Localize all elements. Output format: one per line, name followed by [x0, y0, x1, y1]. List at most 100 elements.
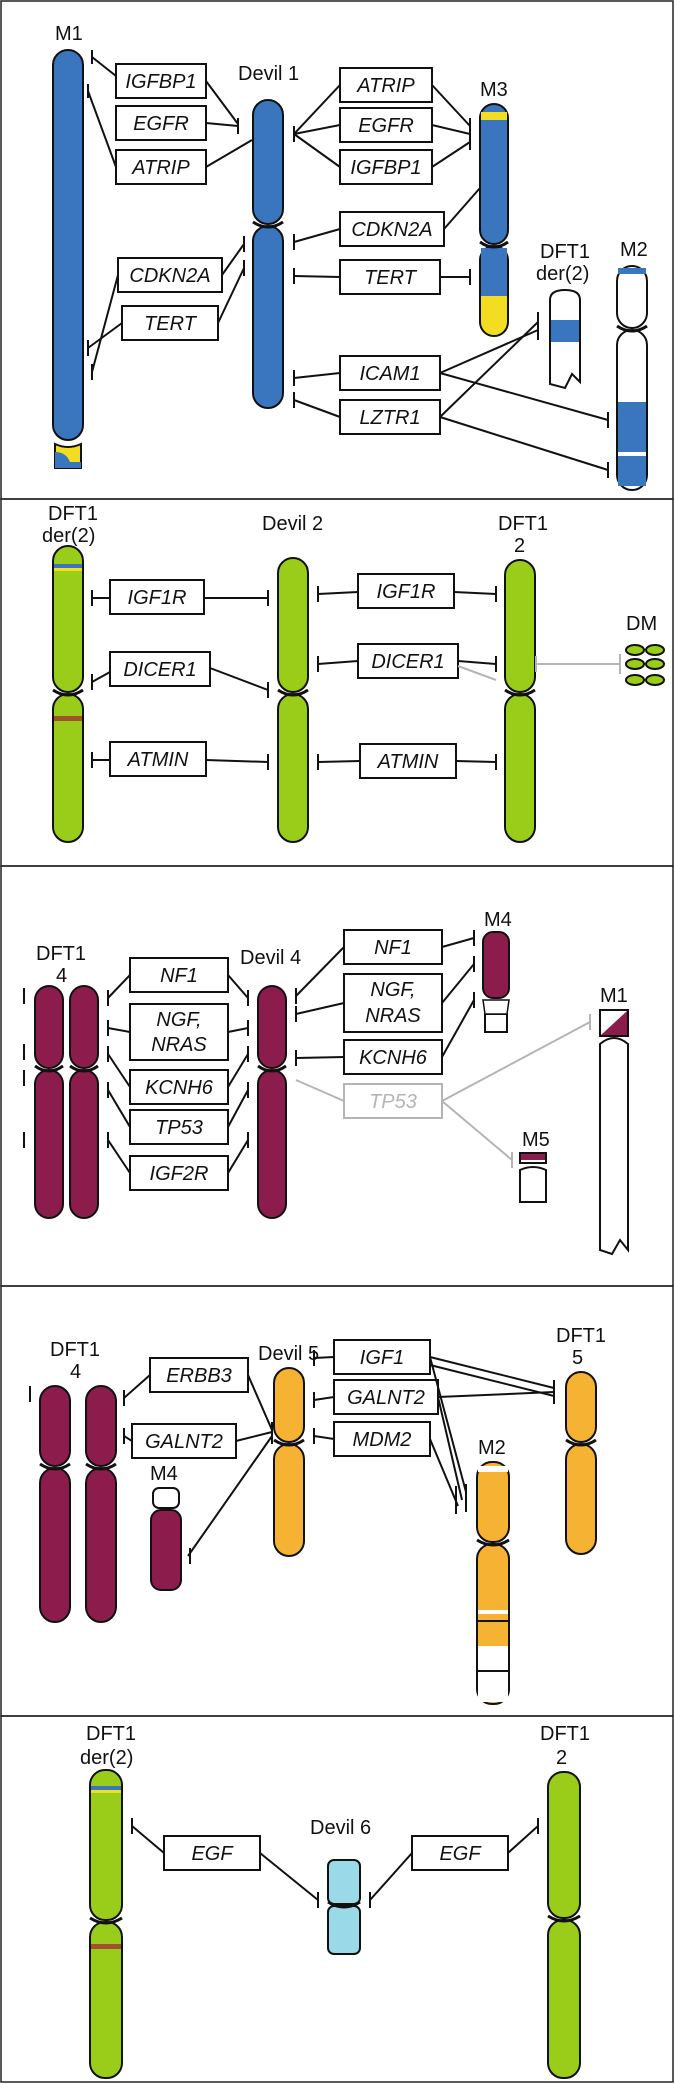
label-dft1-2-line1: DFT1: [498, 513, 548, 535]
label-dft1-4-line2: 4: [70, 1361, 81, 1383]
panel-4: DFT1 4 M4 Devil 5 M2 DFT1 5: [29, 1325, 606, 1705]
gene-box-lztr1: LZTR1: [339, 399, 441, 435]
chromosome-dft1-4-a: [39, 1385, 71, 1623]
chromosome-m4: [482, 931, 510, 1033]
svg-text:NGF,: NGF,: [156, 1009, 201, 1031]
label-m1: M1: [55, 23, 83, 45]
svg-text:NGF,: NGF,: [370, 979, 415, 1001]
gene-box-atrip-left: ATRIP: [115, 149, 207, 185]
chromosome-dft1-der2: [89, 1769, 123, 2079]
label-dft1-der2-line1: DFT1: [540, 241, 590, 263]
chromosome-devil-2: [277, 557, 309, 843]
svg-text:ICAM1: ICAM1: [359, 363, 420, 385]
label-dft1-der2-line1: DFT1: [86, 1723, 136, 1745]
gene-box-dicer1-right: DICER1: [357, 643, 459, 679]
svg-text:TP53: TP53: [369, 1091, 417, 1113]
svg-text:IGFBP1: IGFBP1: [350, 157, 421, 179]
svg-text:EGFR: EGFR: [358, 115, 414, 137]
chromosome-dft1-2: [547, 1771, 581, 2079]
chromosome-devil-6: [327, 1859, 361, 1955]
gene-box-nf1-right: NF1: [343, 929, 443, 965]
gene-box-ngf-nras-right: NGF, NRAS: [343, 973, 443, 1033]
label-m2: M2: [478, 1437, 506, 1459]
gene-box-cdkn2a-right: CDKN2A: [339, 211, 445, 247]
label-devil-6: Devil 6: [310, 1817, 371, 1839]
svg-text:ATMIN: ATMIN: [127, 749, 189, 771]
gene-box-igf1: IGF1: [333, 1339, 431, 1375]
label-dft1-2-line2: 2: [556, 1747, 567, 1769]
chromosome-dft1-5: [565, 1371, 597, 1555]
gene-box-galnt2-left: GALNT2: [131, 1423, 237, 1459]
panel-3-frame: [0, 865, 674, 1287]
chromosome-m1-small: [599, 1009, 629, 1256]
label-dft1-der2-line1: DFT1: [48, 503, 98, 525]
svg-text:GALNT2: GALNT2: [347, 1387, 425, 1409]
svg-text:DICER1: DICER1: [123, 659, 196, 681]
panel-5: DFT1 der(2) Devil 6 DFT1 2 EGF: [80, 1723, 590, 2079]
connector-lines-panel-4: [29, 1350, 555, 1564]
gene-box-ngf-nras-left: NGF, NRAS: [129, 1003, 229, 1061]
svg-text:IGF2R: IGF2R: [150, 1163, 209, 1185]
svg-text:ATMIN: ATMIN: [377, 751, 439, 773]
double-minutes: [625, 644, 665, 686]
gene-box-erbb3: ERBB3: [149, 1357, 249, 1393]
label-dft1-2-line1: DFT1: [540, 1723, 590, 1745]
panel-5-frame: [0, 1715, 674, 2083]
label-devil-2: Devil 2: [262, 513, 323, 535]
chromosome-dft1-4-b: [85, 1385, 117, 1623]
gene-box-igf2r-left: IGF2R: [129, 1155, 229, 1191]
chromosome-dft1-4-a: [34, 985, 64, 1219]
svg-text:EGFR: EGFR: [133, 113, 189, 135]
gene-box-egfr-left: EGFR: [115, 105, 207, 141]
gene-box-atmin-right: ATMIN: [359, 743, 457, 779]
label-dm: DM: [626, 613, 657, 635]
svg-text:IGF1: IGF1: [360, 1347, 404, 1369]
gene-box-igfbp1-right: IGFBP1: [339, 149, 433, 185]
svg-text:KCNH6: KCNH6: [359, 1047, 428, 1069]
chromosome-devil-5: [273, 1367, 305, 1557]
svg-text:ATRIP: ATRIP: [356, 75, 415, 97]
gene-box-kcnh6-left: KCNH6: [129, 1069, 229, 1105]
label-devil-5: Devil 5: [258, 1343, 319, 1365]
chromosome-m2: [476, 1461, 510, 1705]
svg-text:ERBB3: ERBB3: [166, 1365, 232, 1387]
label-dft1-4-line2: 4: [56, 965, 67, 987]
label-m4: M4: [150, 1463, 178, 1485]
gene-box-igf1r-right: IGF1R: [357, 573, 455, 609]
gene-box-icam1: ICAM1: [339, 355, 441, 391]
gene-box-tert-left: TERT: [121, 305, 219, 341]
svg-text:DICER1: DICER1: [371, 651, 444, 673]
label-devil-4: Devil 4: [240, 947, 301, 969]
svg-text:NRAS: NRAS: [151, 1034, 207, 1056]
chromosome-m2: [616, 265, 648, 491]
label-m2: M2: [620, 239, 648, 261]
svg-text:LZTR1: LZTR1: [359, 407, 420, 429]
chromosome-devil-1: [252, 99, 284, 409]
gene-box-kcnh6-right: KCNH6: [343, 1039, 443, 1075]
label-dft1-2-line2: 2: [514, 535, 525, 557]
gene-box-nf1-left: NF1: [129, 957, 229, 993]
gene-box-mdm2: MDM2: [333, 1421, 431, 1457]
svg-text:IGFBP1: IGFBP1: [125, 71, 196, 93]
svg-text:GALNT2: GALNT2: [145, 1431, 223, 1453]
label-m1: M1: [600, 985, 628, 1007]
label-dft1-der2-line2: der(2): [80, 1747, 133, 1769]
chromosome-dft1-4-b: [69, 985, 99, 1219]
chromosome-dft1-der2-small: [549, 288, 581, 390]
svg-text:KCNH6: KCNH6: [145, 1077, 214, 1099]
gene-box-tert-right: TERT: [339, 259, 441, 295]
panel-1: M1 Devil 1 M3 DFT1 der(2) M2: [52, 23, 648, 491]
chromosome-devil-4: [257, 985, 287, 1219]
panel-2: DFT1 der(2) Devil 2 DFT1 2 DM: [42, 503, 665, 843]
label-devil-1: Devil 1: [238, 63, 299, 85]
label-dft1-der2-line2: der(2): [42, 525, 95, 547]
connector-lines-panel-5: [131, 1818, 539, 1908]
gene-box-atmin-left: ATMIN: [109, 741, 207, 777]
svg-text:CDKN2A: CDKN2A: [351, 219, 432, 241]
chromosome-dft1-der2: [52, 545, 84, 843]
gene-box-igfbp1-left: IGFBP1: [115, 63, 207, 99]
svg-text:TP53: TP53: [155, 1117, 203, 1139]
svg-text:NF1: NF1: [374, 937, 412, 959]
svg-text:IGF1R: IGF1R: [377, 581, 436, 603]
